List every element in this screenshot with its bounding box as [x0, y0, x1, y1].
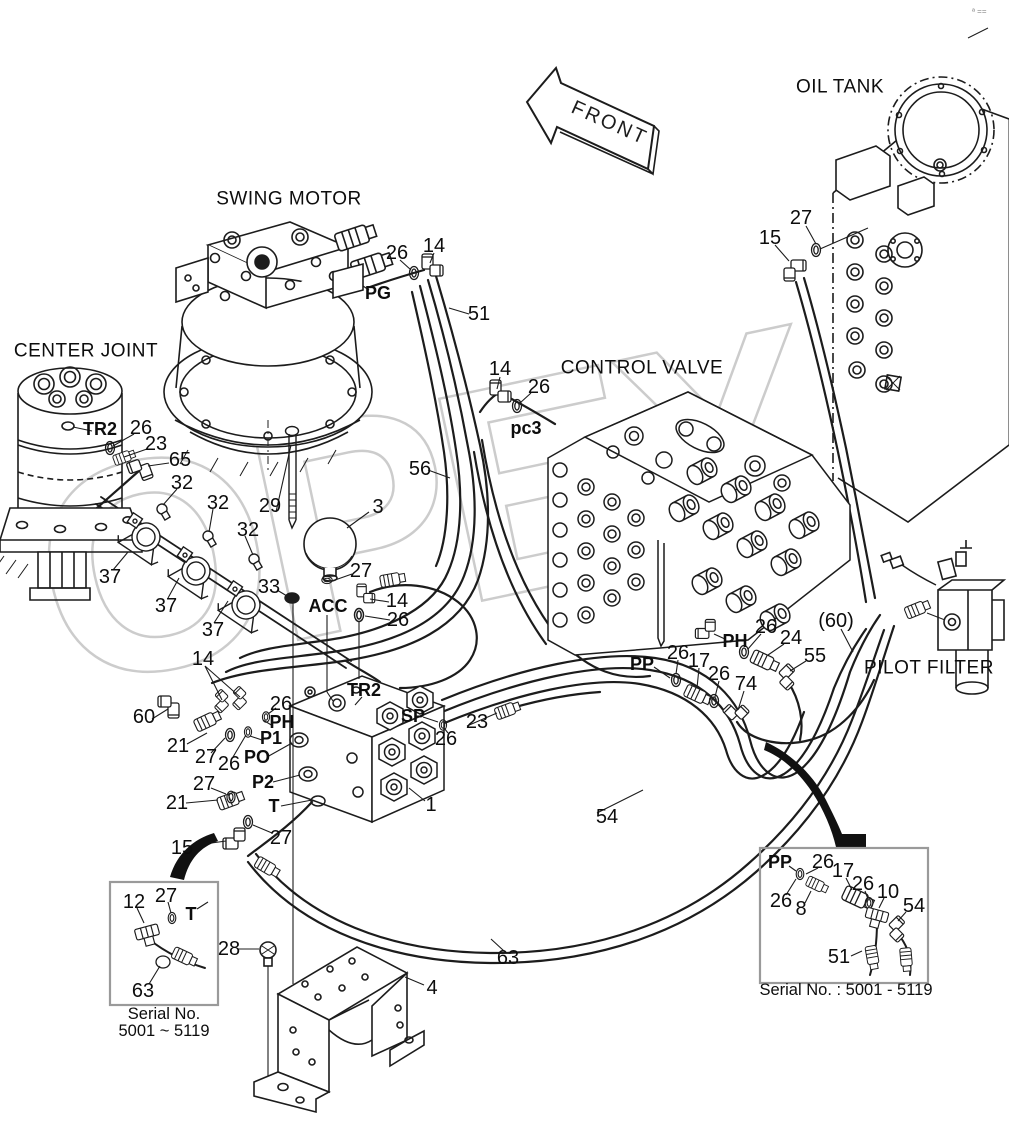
nut-33	[284, 592, 300, 604]
accumulator	[303, 517, 357, 582]
hose-t-down	[246, 800, 314, 858]
hose-tank-a	[794, 280, 868, 604]
hose-lines	[95, 268, 912, 976]
hose-54-c	[440, 681, 806, 780]
center-joint	[0, 366, 144, 601]
inset-boxes	[108, 846, 930, 1007]
hose-54-a	[440, 613, 882, 779]
swoosh-arrow-left	[170, 833, 218, 880]
pilot-filter	[880, 540, 1007, 695]
hose-63-a	[246, 624, 896, 965]
hose-tr2	[95, 468, 382, 684]
fittings	[104, 242, 932, 973]
swoosh-arrow-right	[764, 742, 866, 847]
bolt-28	[259, 941, 277, 967]
control-valve	[547, 391, 851, 656]
hose-54-b	[440, 627, 868, 780]
hose-63-b	[254, 628, 886, 955]
corner-artifact: ª ==	[972, 7, 987, 16]
leader-lines	[72, 225, 907, 1076]
hose-acc-loop	[368, 584, 478, 690]
oil-tank	[832, 27, 1009, 523]
bolt-29	[284, 425, 300, 604]
hose-tank-b	[802, 276, 877, 600]
swing-motor	[163, 221, 394, 477]
hose-56	[224, 278, 476, 674]
front-arrow: FRONT	[525, 66, 660, 176]
inset-box-right	[758, 846, 930, 985]
hose-51	[210, 274, 490, 685]
swoosh-arrows	[170, 742, 866, 880]
shuttle-valve-block	[287, 607, 447, 824]
hose-74	[735, 678, 876, 745]
mounting-bracket	[253, 941, 425, 1114]
inset-box-left	[108, 880, 220, 1007]
